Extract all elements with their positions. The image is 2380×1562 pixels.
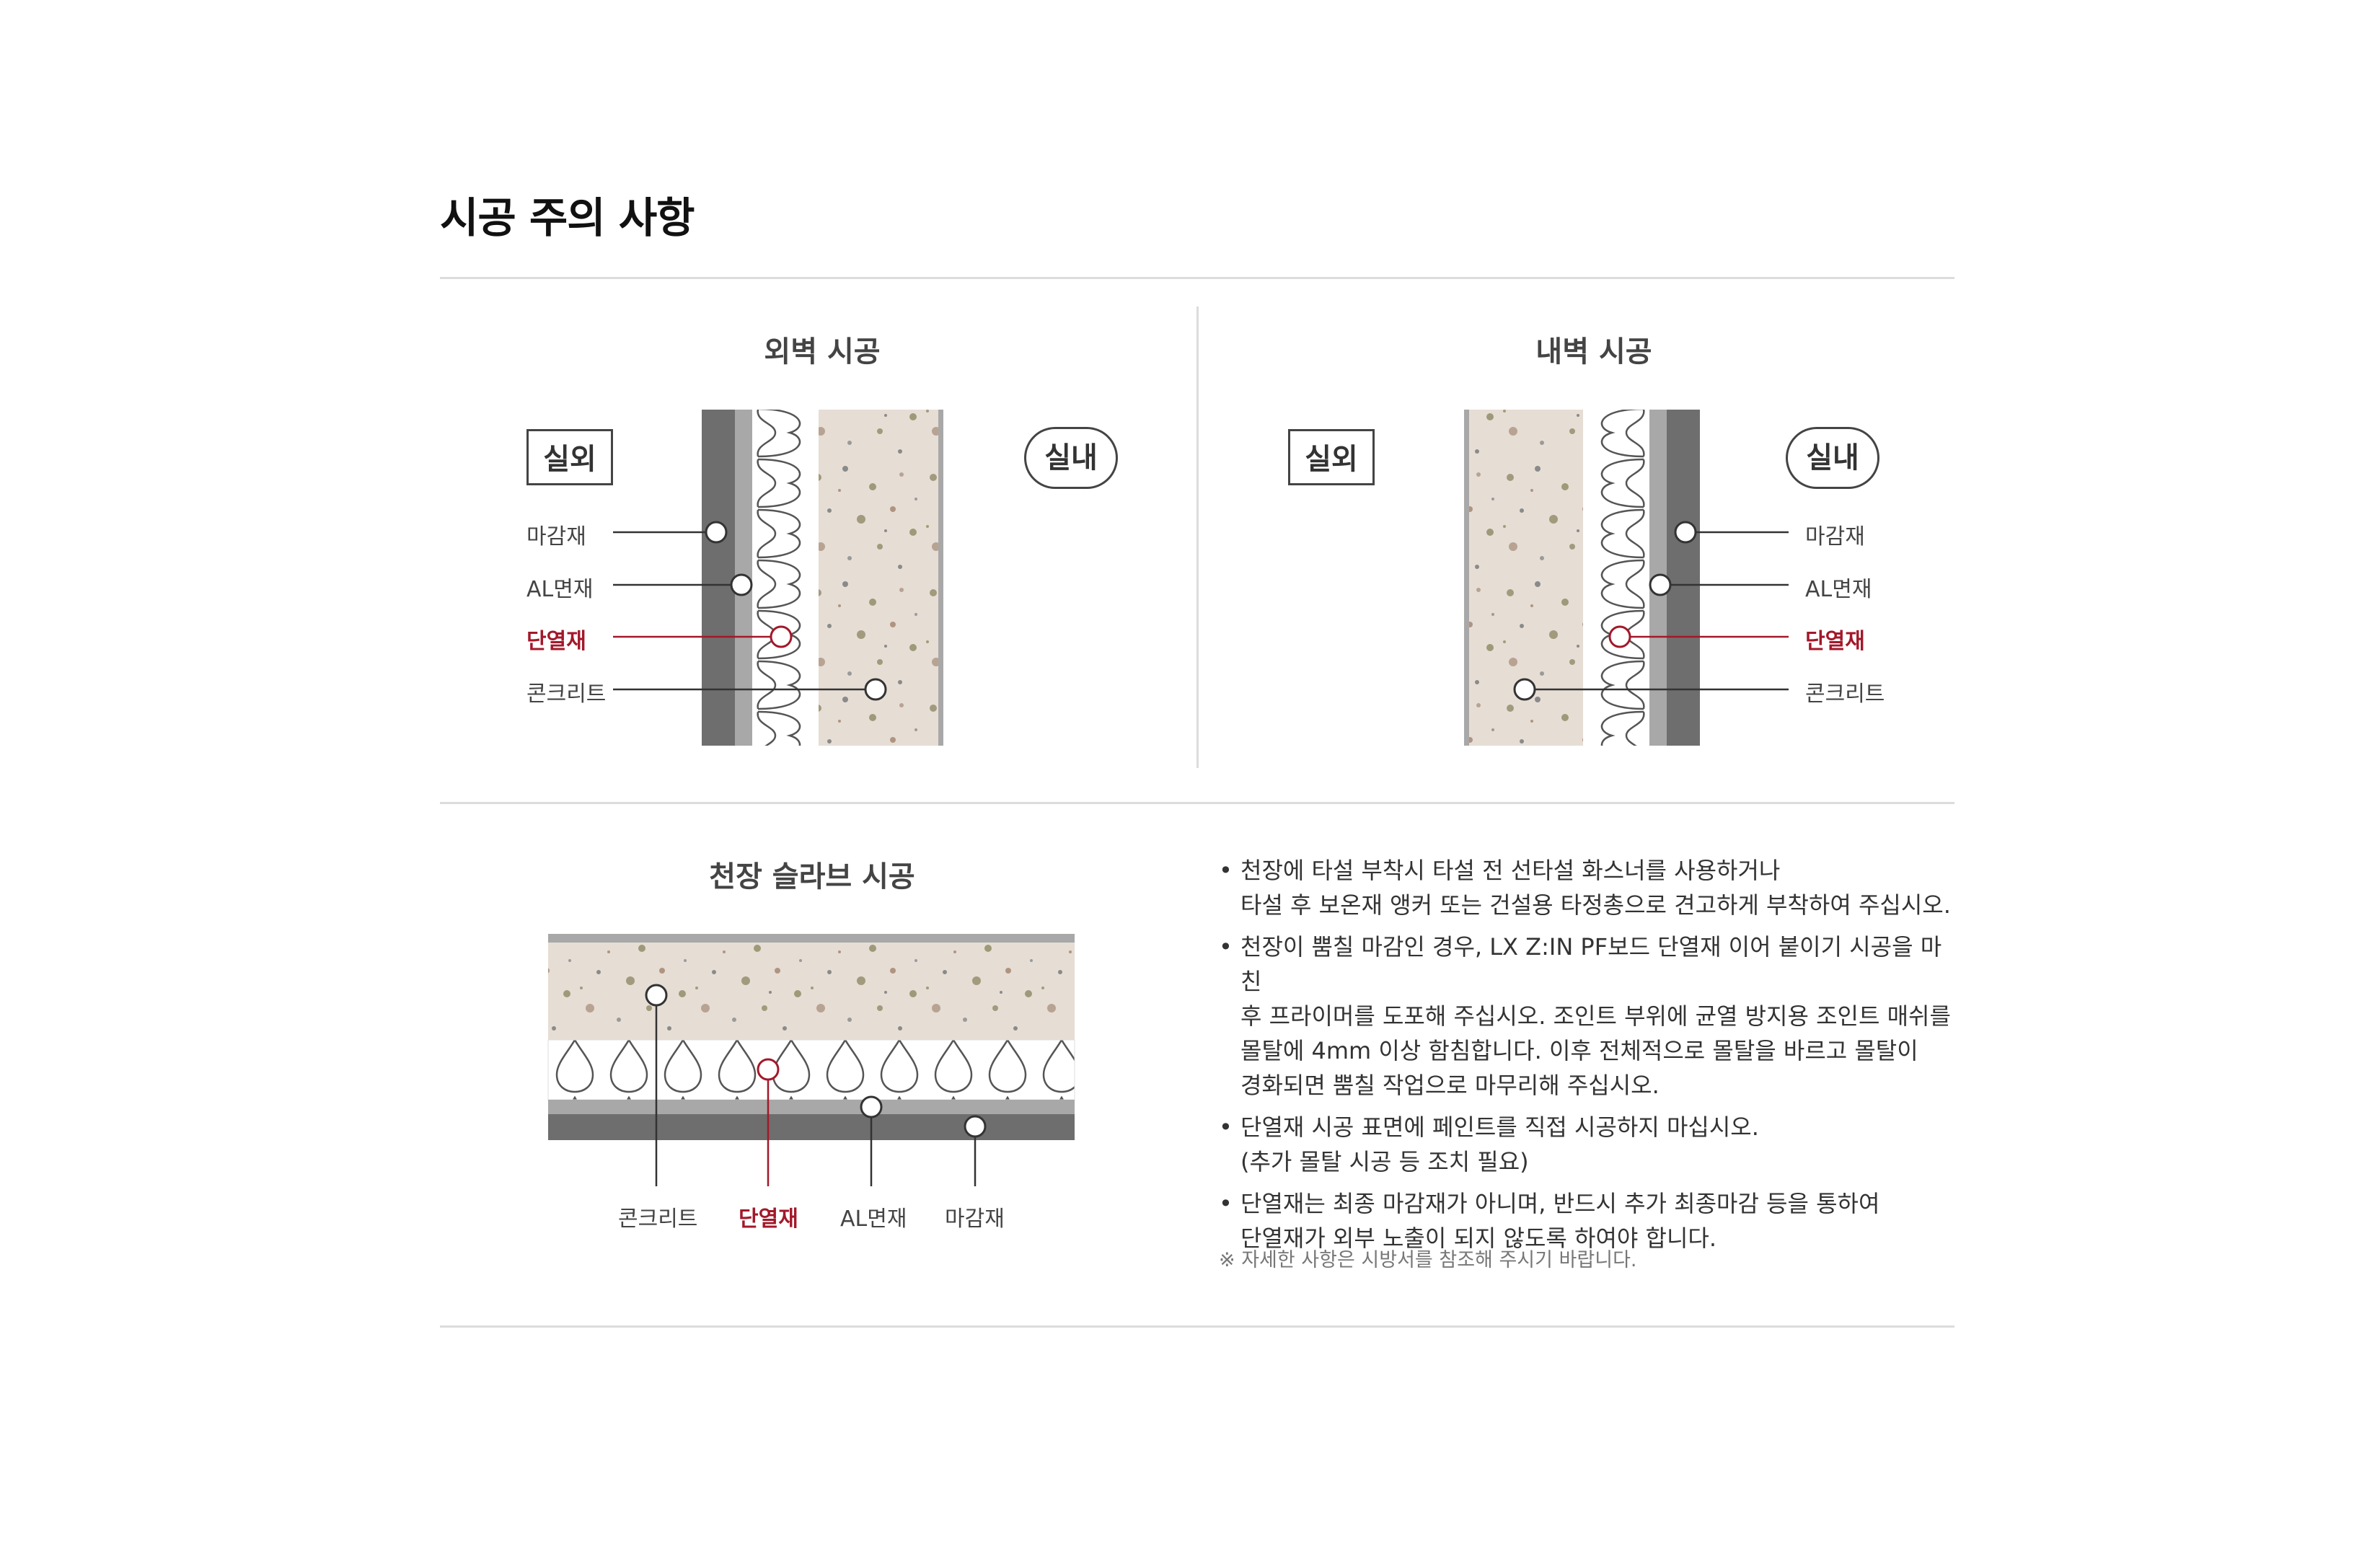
exterior-al-marker — [730, 573, 753, 596]
ceiling-label-insulation: 단열재 — [739, 1206, 798, 1232]
exterior-label-concrete: 콘크리트 — [526, 681, 607, 707]
exterior-title: 외벽 시공 — [764, 335, 881, 369]
exterior-finish-marker — [705, 521, 728, 544]
ceiling-finish-marker — [964, 1115, 987, 1138]
exterior-finish-layer — [702, 410, 735, 746]
interior-inside-label: 실내 — [1786, 427, 1879, 489]
interior-label-concrete: 콘크리트 — [1805, 681, 1885, 707]
divider-top — [440, 277, 1954, 279]
interior-insulation-layer — [1583, 410, 1649, 746]
ceiling-al-marker — [860, 1095, 883, 1118]
exterior-insulation-layer — [752, 410, 819, 746]
footnote: ※ 자세한 사항은 시방서를 참조해 주시기 바랍니다. — [1219, 1249, 1637, 1271]
ceiling-label-finish: 마감재 — [945, 1206, 1005, 1232]
interior-insulation-marker — [1608, 625, 1631, 648]
interior-label-finish: 마감재 — [1805, 524, 1865, 550]
exterior-label-insulation: 단열재 — [526, 629, 586, 654]
exterior-inside-label: 실내 — [1024, 427, 1118, 489]
ceiling-concrete-layer — [548, 943, 1075, 1040]
exterior-insulation-marker — [770, 625, 793, 648]
divider-vertical — [1196, 306, 1199, 768]
ceiling-insulation-layer — [548, 1040, 1075, 1100]
ceiling-finish-layer — [548, 1114, 1075, 1140]
interior-al-marker — [1649, 573, 1672, 596]
interior-finish-marker — [1674, 521, 1697, 544]
divider-bottom — [440, 1325, 1954, 1328]
ceiling-al-layer — [548, 1100, 1075, 1114]
ceiling-insulation-marker — [757, 1058, 780, 1081]
ceiling-concrete-marker — [645, 984, 668, 1007]
note-item: 단열재 시공 표면에 페인트를 직접 시공하지 마십시오. (추가 몰탈 시공 … — [1219, 1110, 1962, 1179]
interior-finish-layer — [1667, 410, 1700, 746]
interior-outside-label: 실외 — [1288, 429, 1375, 485]
ceiling-label-concrete: 콘크리트 — [618, 1206, 698, 1232]
exterior-outside-label: 실외 — [526, 429, 613, 485]
interior-title: 내벽 시공 — [1535, 335, 1652, 369]
exterior-label-al: AL면재 — [526, 577, 594, 602]
divider-middle — [440, 802, 1954, 804]
note-item: 천장이 뿜칠 마감인 경우, LX Z:IN PF보드 단열재 이어 붙이기 시… — [1219, 930, 1962, 1103]
interior-label-al: AL면재 — [1805, 577, 1872, 602]
notes-list: 천장에 타설 부착시 타설 전 선타설 화스너를 사용하거나 타설 후 보온재 … — [1219, 853, 1962, 1263]
page-title: 시공 주의 사항 — [440, 193, 695, 242]
note-item: 단열재는 최종 마감재가 아니며, 반드시 추가 최종마감 등을 통하여 단열재… — [1219, 1186, 1962, 1256]
ceiling-title: 천장 슬라브 시공 — [709, 860, 915, 893]
exterior-concrete-marker — [864, 678, 887, 701]
ceiling-label-al: AL면재 — [840, 1206, 907, 1232]
interior-label-insulation: 단열재 — [1805, 629, 1865, 654]
note-item: 천장에 타설 부착시 타설 전 선타설 화스너를 사용하거나 타설 후 보온재 … — [1219, 853, 1962, 922]
exterior-label-finish: 마감재 — [526, 524, 586, 550]
interior-concrete-marker — [1513, 678, 1536, 701]
